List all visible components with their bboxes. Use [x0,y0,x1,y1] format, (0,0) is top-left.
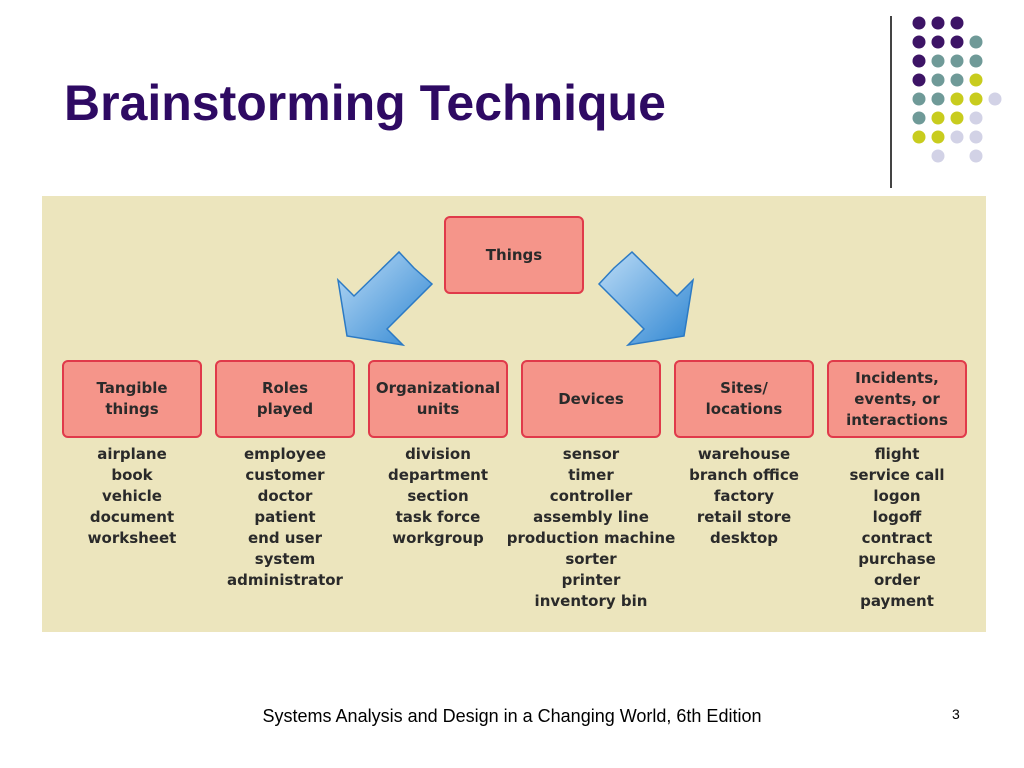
decorative-dot [912,35,926,49]
decorative-dot [950,130,964,144]
decorative-dot [969,35,983,49]
list-item: retail store [696,508,792,526]
list-item: administrator [227,571,343,589]
decorative-dot [912,130,926,144]
brainstorm-diagram-panel: Things Tangible things airplane book vehicl… [42,196,986,632]
decorative-dot [931,92,945,106]
list-item: timer [568,466,614,484]
decorative-dot [950,92,964,106]
list-item: end user [248,529,322,547]
decorative-dot [969,73,983,87]
decorative-dot [969,130,983,144]
list-item: task force [395,508,481,526]
decorative-dot [950,111,964,125]
category-box: Roles played [215,360,355,438]
list-item: sorter [565,550,617,568]
list-item: patient [254,508,316,526]
list-item: section [407,487,469,505]
category-box: Tangible things [62,360,202,438]
decorative-dot [931,16,945,30]
decorative-dot [988,92,1002,106]
list-item: printer [561,571,621,589]
arrow-layer [336,250,695,347]
list-item: inventory bin [534,592,648,610]
decorative-dot [950,16,964,30]
list-item: logon [873,487,921,505]
page-number: 3 [952,706,960,722]
list-item: payment [860,592,934,610]
category-box: Organizational units [368,360,508,438]
list-item: assembly line [533,508,649,526]
list-item: purchase [858,550,936,568]
list-item: workgroup [392,529,484,547]
decorative-dot [931,73,945,87]
list-item: employee [243,445,327,463]
list-item: worksheet [87,529,177,547]
slide-footer: Systems Analysis and Design in a Changin… [262,706,762,726]
decorative-dot [931,149,945,163]
list-item: order [873,571,920,589]
decorative-dot [912,54,926,68]
category-box: Sites/ locations [674,360,814,438]
decorative-dot-grid [912,16,1002,163]
list-item: production machine [506,529,676,547]
list-item: flight [874,445,920,463]
category-item-list: sensor timer controller assembly line produc… [505,444,677,612]
list-item: book [111,466,153,484]
root-node-things: Things [444,216,584,294]
list-item: factory [713,487,775,505]
list-item: controller [549,487,633,505]
decorative-dot [912,16,926,30]
list-item: contract [861,529,933,547]
decorative-dot [912,111,926,125]
list-item: sensor [562,445,620,463]
list-item: service call [849,466,945,484]
decorative-dot [931,130,945,144]
list-item: division [405,445,471,463]
list-item: branch office [689,466,799,484]
title-divider-line [890,16,892,188]
decorative-dot [969,111,983,125]
decorative-dot [912,92,926,106]
left-down-arrow-icon [336,250,434,347]
list-item: warehouse [697,445,791,463]
decorative-dot [931,111,945,125]
category-box: Incidents, events, or interactions [827,360,967,438]
category-box: Devices [521,360,661,438]
list-item: logoff [872,508,922,526]
category-item-list: employee customer doctor patient end user sys… [199,444,371,591]
list-item: department [388,466,488,484]
list-item: system [254,550,316,568]
decorative-dot [950,54,964,68]
category-item-list: flight service call logon logoff contract pur… [811,444,983,612]
decorative-dot [969,149,983,163]
slide-title: Brainstorming Technique [64,75,666,131]
decorative-dot [950,73,964,87]
list-item: airplane [97,445,167,463]
category-item-list: airplane book vehicle document worksheet [46,444,218,549]
decorative-dot [931,35,945,49]
right-down-arrow-icon [597,250,695,347]
list-item: vehicle [102,487,162,505]
decorative-dot [969,92,983,106]
decorative-dot [912,73,926,87]
list-item: document [89,508,175,526]
category-item-list: warehouse branch office factory retail stor… [658,444,830,549]
category-item-list: division department section task force workg… [352,444,524,549]
decorative-dot [950,35,964,49]
list-item: desktop [709,529,779,547]
list-item: doctor [257,487,313,505]
list-item: customer [245,466,325,484]
decorative-dot [931,54,945,68]
decorative-dot [969,54,983,68]
